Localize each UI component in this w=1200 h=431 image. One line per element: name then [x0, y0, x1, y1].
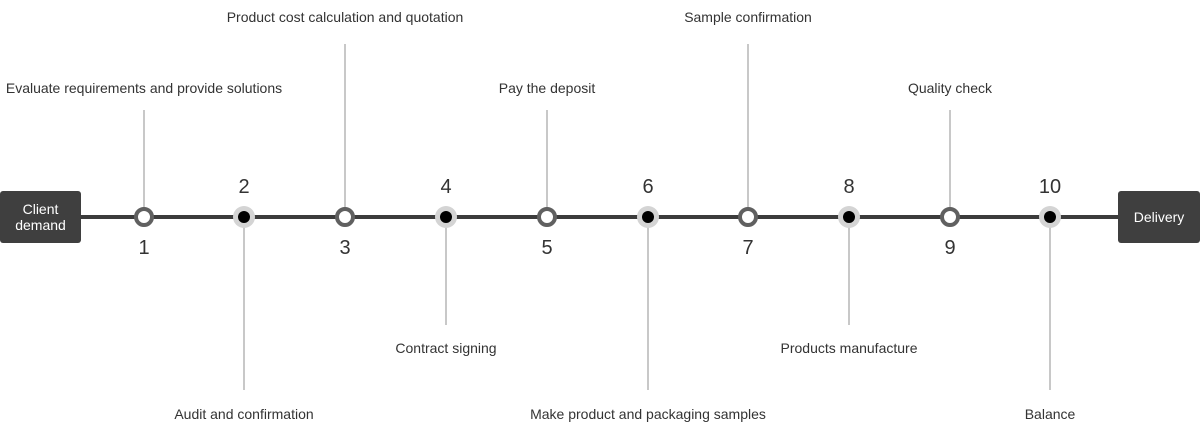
filled-marker — [642, 211, 654, 223]
step-number: 1 — [138, 237, 149, 259]
hollow-marker — [134, 207, 154, 227]
hollow-marker — [738, 207, 758, 227]
end-label: Delivery — [1133, 209, 1185, 225]
step-label: Audit and confirmation — [174, 406, 313, 422]
step-number: 4 — [440, 176, 451, 198]
step-number: 3 — [339, 237, 350, 259]
step-label: Balance — [1025, 406, 1076, 422]
step-label: Quality check — [908, 80, 993, 96]
step-number: 8 — [843, 176, 854, 198]
step-label: Contract signing — [395, 340, 496, 356]
hollow-marker — [335, 207, 355, 227]
step-number: 5 — [541, 237, 552, 259]
step-label: Products manufacture — [781, 340, 918, 356]
step-number: 10 — [1039, 176, 1061, 198]
step-label: Make product and packaging samples — [530, 406, 766, 422]
step-label: Evaluate requirements and provide soluti… — [6, 80, 282, 96]
filled-marker — [238, 211, 250, 223]
start-box: Client demand — [0, 191, 81, 243]
start-label: Client demand — [15, 201, 66, 233]
step-number: 7 — [742, 237, 753, 259]
step-number: 2 — [238, 176, 249, 198]
filled-marker — [440, 211, 452, 223]
step-label: Pay the deposit — [499, 80, 596, 96]
step-number: 6 — [642, 176, 653, 198]
step-number: 9 — [944, 237, 955, 259]
hollow-marker — [940, 207, 960, 227]
filled-marker — [843, 211, 855, 223]
filled-marker — [1044, 211, 1056, 223]
step-label: Product cost calculation and quotation — [227, 9, 464, 25]
hollow-marker — [537, 207, 557, 227]
end-box: Delivery — [1118, 191, 1200, 243]
step-label: Sample confirmation — [684, 9, 812, 25]
